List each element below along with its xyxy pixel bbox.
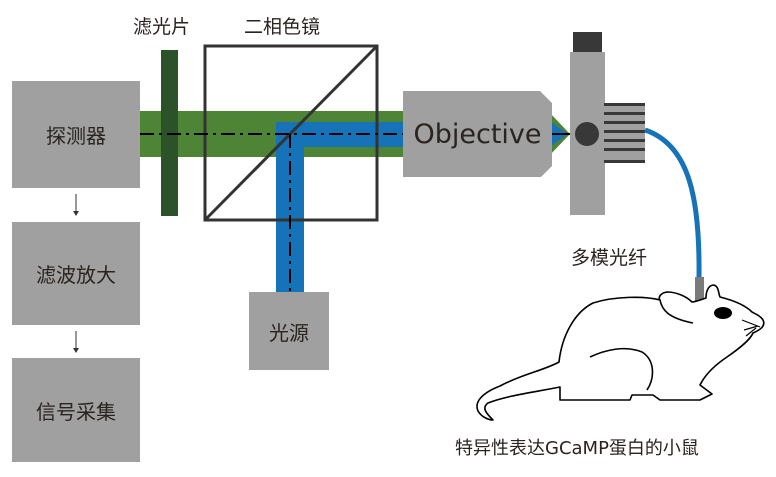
fiber-port <box>575 122 599 146</box>
mouse-eye <box>714 307 732 319</box>
dichroic-label: 二相色镜 <box>244 16 321 38</box>
detector-label: 探测器 <box>46 124 106 148</box>
filter-amplifier-label: 滤波放大 <box>36 263 116 287</box>
arrow-down-2 <box>73 331 79 353</box>
filter-amplifier-block: 滤波放大 <box>12 222 140 325</box>
light-source-block: 光源 <box>249 292 329 370</box>
fiber-connector <box>604 103 645 163</box>
arrow-down-1 <box>73 194 79 216</box>
signal-acquisition-label: 信号采集 <box>36 399 116 424</box>
holder-cap <box>573 32 602 53</box>
objective-label-wrap: Objective <box>403 91 552 177</box>
filter-label: 滤光片 <box>133 16 191 38</box>
fiber-label: 多模光纤 <box>571 247 648 269</box>
mouse-caption: 特异性表达GCaMP蛋白的小鼠 <box>455 438 699 459</box>
objective-label: Objective <box>413 118 542 150</box>
signal-acquisition-block: 信号采集 <box>12 358 140 462</box>
detector-block: 探测器 <box>12 81 140 188</box>
fiber-ferrule <box>695 277 704 301</box>
mouse-illustration <box>476 284 765 421</box>
dichroic-mirror <box>203 44 379 222</box>
objective-lens <box>403 91 552 177</box>
multimode-fiber <box>644 127 702 279</box>
light-source-label: 光源 <box>269 320 309 345</box>
